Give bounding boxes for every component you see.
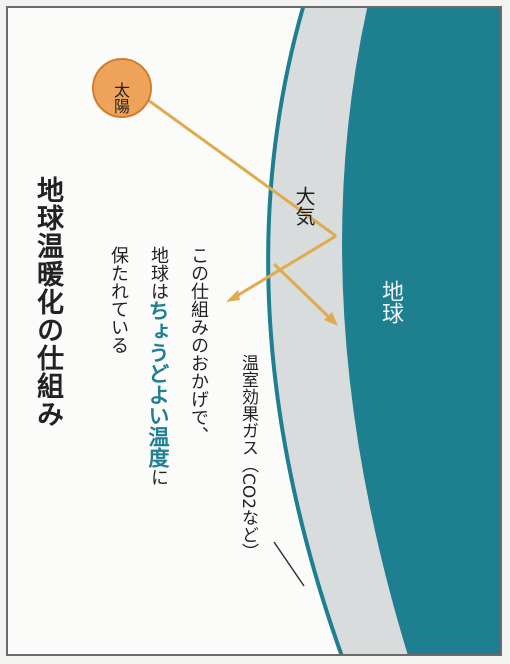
sun-label: 太陽	[111, 82, 130, 114]
reflected-ray-inward-arrowhead	[324, 312, 338, 326]
highlight-temperature: 温度	[146, 426, 170, 468]
incoming-sunlight-ray	[147, 98, 337, 238]
highlight-just-right: ちょうどよい	[146, 300, 170, 426]
description-line-3: 保たれている	[108, 246, 129, 354]
reflected-ray-outward-arrowhead	[226, 290, 240, 302]
atmosphere-label: 大気	[292, 186, 316, 226]
figure-frame: 地球温暖化の仕組み この仕組みのおかげで、 地球はちょうどよい温度に 保たれてい…	[6, 6, 502, 656]
description-line-1: この仕組みのおかげで、	[188, 246, 209, 444]
sun-icon	[92, 58, 152, 118]
description-line-2-prefix: 地球は	[148, 246, 169, 300]
description-text: この仕組みのおかげで、 地球はちょうどよい温度に 保たれている	[98, 246, 218, 566]
greenhouse-diagram	[92, 8, 500, 654]
greenhouse-gas-label: 温室効果ガス（CO2など）	[238, 354, 258, 561]
greenhouse-gas-leader-line	[273, 541, 305, 587]
earth-label: 地球	[378, 280, 403, 324]
reflected-ray-outward	[229, 234, 337, 302]
earth-body	[342, 8, 500, 654]
page-title: 地球温暖化の仕組み	[32, 176, 63, 428]
reflected-ray-inward	[272, 262, 336, 324]
description-line-2-suffix: に	[148, 468, 169, 486]
